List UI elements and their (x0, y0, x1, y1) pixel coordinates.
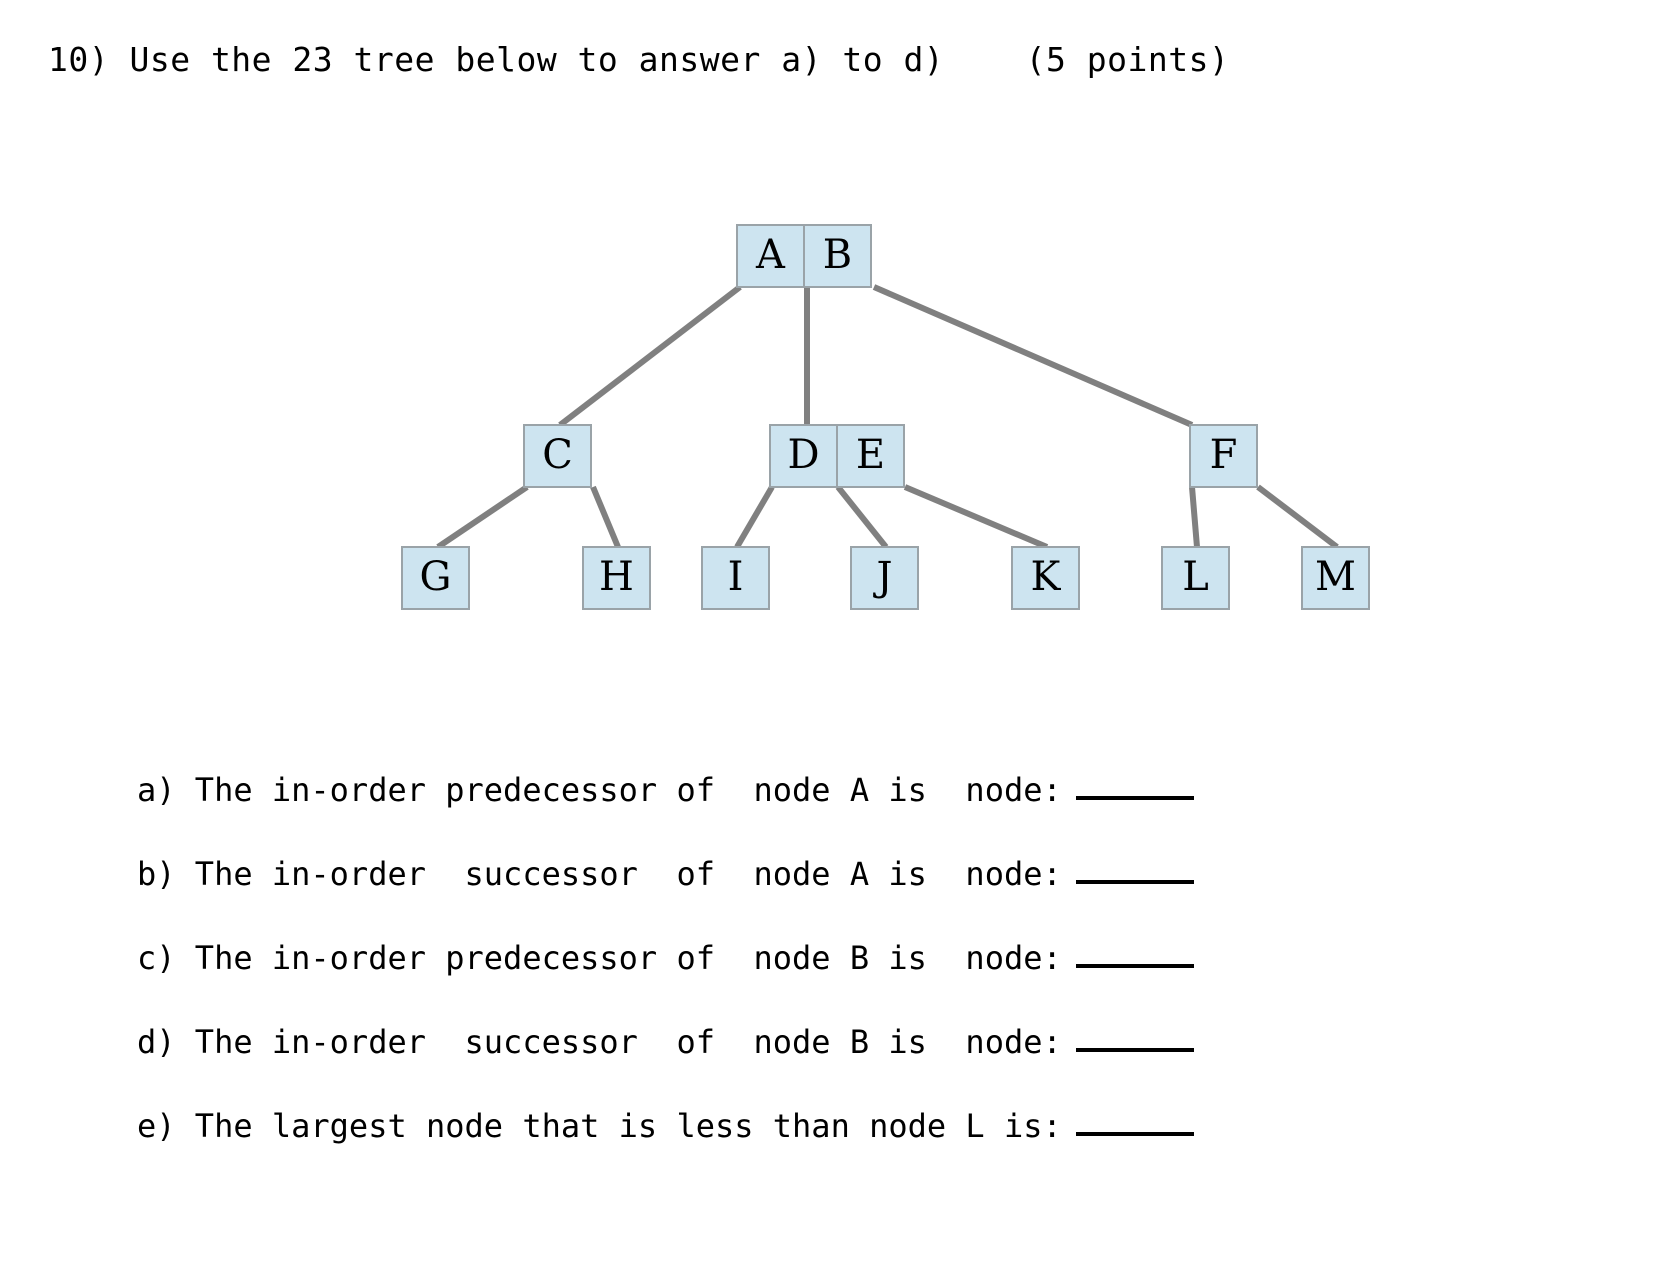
answer-blank[interactable] (1075, 879, 1194, 884)
tree-edge (1189, 486, 1200, 548)
tree-node-f: F (1189, 424, 1258, 488)
node-box (1161, 546, 1230, 610)
node-key-label: M (1315, 554, 1356, 600)
tree-node-c: C (523, 424, 592, 488)
node-key-label: H (599, 554, 634, 600)
tree-node-l: L (1161, 546, 1230, 610)
tree-edge (734, 485, 775, 549)
answer-blank[interactable] (1075, 795, 1194, 800)
node-box (401, 546, 470, 610)
question-item-b: b) The in-order successor of node A is n… (137, 806, 1537, 890)
node-box (701, 546, 770, 610)
questions-list: a) The in-order predecessor of node A is… (137, 722, 1537, 1142)
question-text: a) The in-order predecessor of node A is… (137, 771, 1062, 809)
question-text: b) The in-order successor of node A is n… (137, 855, 1062, 893)
tree-edge (872, 284, 1194, 428)
tree-node-g: G (401, 546, 470, 610)
tree-node-i: I (701, 546, 770, 610)
question-item-a: a) The in-order predecessor of node A is… (137, 722, 1537, 806)
question-header: 10) Use the 23 tree below to answer a) t… (48, 40, 1230, 79)
tree-node-h: H (582, 546, 651, 610)
answer-blank[interactable] (1075, 963, 1194, 968)
tree-edge (558, 284, 742, 428)
question-text: d) The in-order successor of node B is n… (137, 1023, 1062, 1061)
answer-blank[interactable] (1075, 1047, 1194, 1052)
tree-edge (835, 485, 889, 549)
node-box (582, 546, 651, 610)
tree-edge (903, 484, 1049, 550)
node-key-label: L (1182, 554, 1209, 600)
node-key-label: E (856, 432, 885, 478)
node-box (1301, 546, 1370, 610)
node-key-label: K (1031, 554, 1062, 600)
tree-node-j: J (850, 546, 919, 610)
node-key-label: J (872, 554, 892, 600)
tree-edge (1256, 484, 1339, 550)
question-text: e) The largest node that is less than no… (137, 1107, 1062, 1145)
tree-edge (590, 485, 621, 549)
tree-node-m: M (1301, 546, 1370, 610)
node-key-label: B (823, 232, 852, 278)
node-key-label: F (1210, 432, 1238, 478)
node-box (1189, 424, 1258, 488)
tree-edges (436, 284, 1339, 550)
question-item-e: e) The largest node that is less than no… (137, 1058, 1537, 1142)
question-item-d: d) The in-order successor of node B is n… (137, 974, 1537, 1058)
node-key-label: C (542, 432, 573, 478)
tree-node-k: K (1011, 546, 1080, 610)
question-text: c) The in-order predecessor of node B is… (137, 939, 1062, 977)
node-box (523, 424, 592, 488)
node-key-label: D (787, 432, 819, 478)
node-key-label: A (755, 232, 786, 278)
tree-edge (436, 484, 529, 550)
node-box (850, 546, 919, 610)
answer-blank[interactable] (1075, 1131, 1194, 1136)
question-item-c: c) The in-order predecessor of node B is… (137, 890, 1537, 974)
node-key-label: I (728, 554, 744, 600)
node-box (1011, 546, 1080, 610)
node-key-label: G (420, 554, 452, 600)
